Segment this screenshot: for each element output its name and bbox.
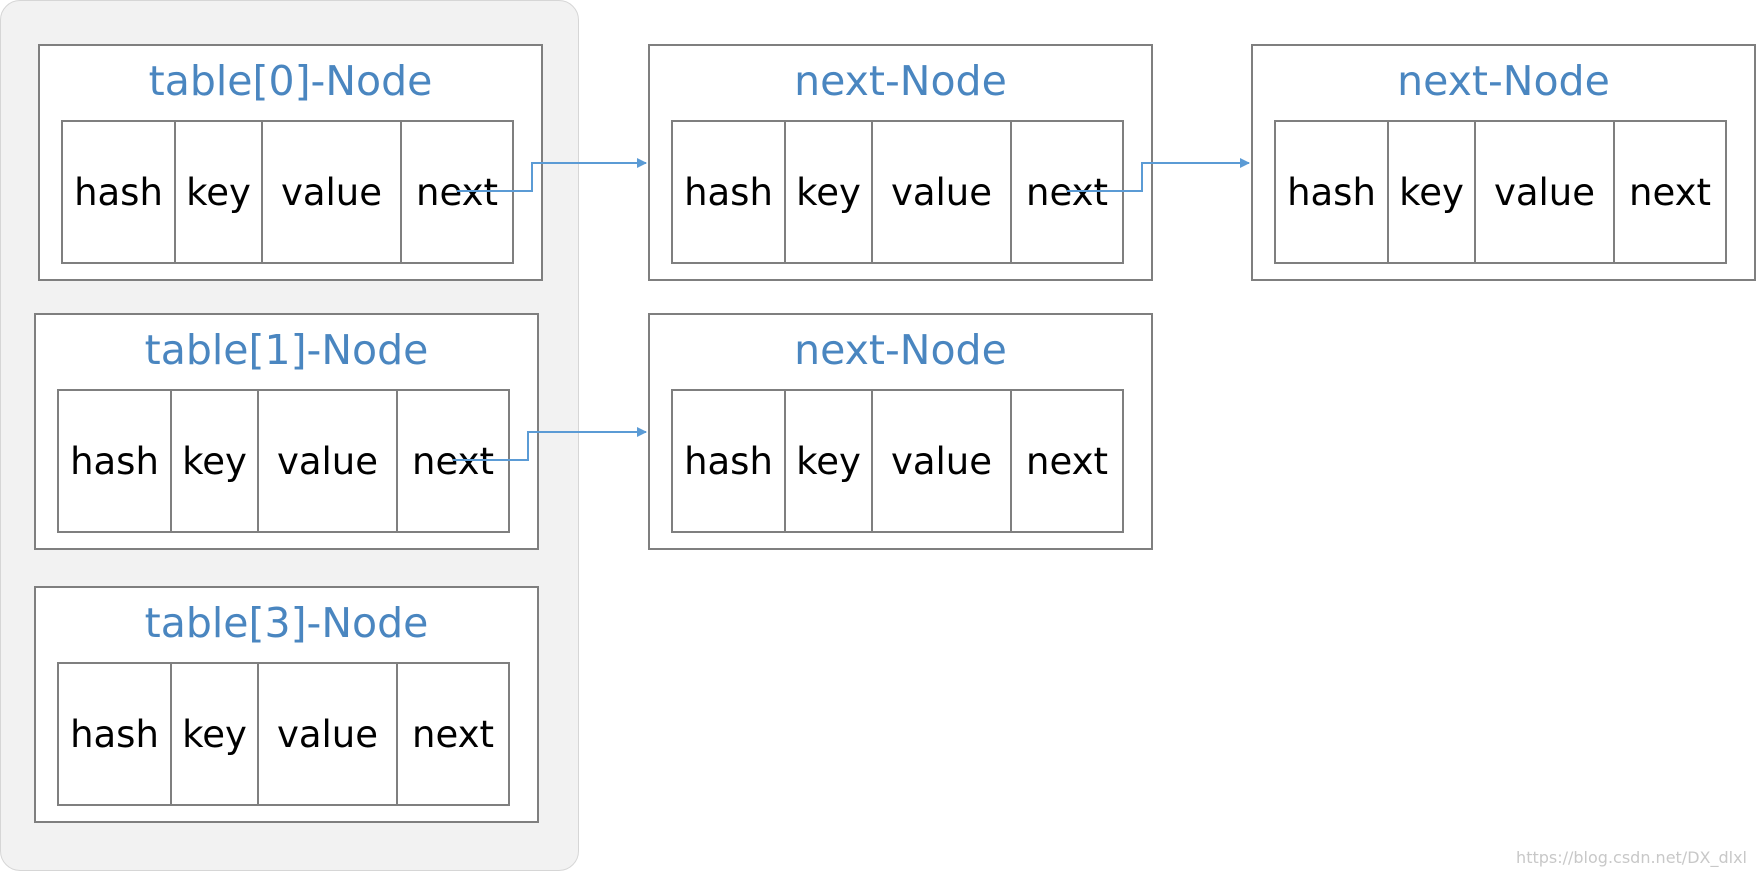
key-field: key	[786, 122, 873, 262]
hash-field: hash	[673, 391, 786, 531]
value-field: value	[873, 122, 1012, 262]
key-field: key	[172, 391, 259, 531]
node-title: table[1]-Node	[144, 326, 429, 374]
node-fields: hash key value next	[57, 662, 510, 806]
table-0-node: table[0]-Node hash key value next	[38, 44, 543, 281]
link-arrow-table1-to-next	[453, 427, 647, 461]
node-fields: hash key value next	[671, 120, 1124, 264]
node-title: next-Node	[794, 57, 1007, 105]
key-field: key	[1389, 122, 1476, 262]
value-field: value	[1476, 122, 1615, 262]
node-title: next-Node	[794, 326, 1007, 374]
node-fields: hash key value next	[57, 389, 510, 533]
hash-field: hash	[63, 122, 176, 262]
node-title: table[0]-Node	[148, 57, 433, 105]
hash-field: hash	[59, 391, 172, 531]
link-arrow-table0-to-next	[457, 158, 647, 192]
node-fields: hash key value next	[61, 120, 514, 264]
value-field: value	[259, 391, 398, 531]
next-node-chain0-second: next-Node hash key value next	[1251, 44, 1756, 281]
node-title: table[3]-Node	[144, 599, 429, 647]
hash-field: hash	[1276, 122, 1389, 262]
value-field: value	[259, 664, 398, 804]
next-field: next	[1026, 439, 1108, 483]
key-field: key	[172, 664, 259, 804]
hash-field: hash	[673, 122, 786, 262]
value-field: value	[263, 122, 402, 262]
next-node-chain0-first: next-Node hash key value next	[648, 44, 1153, 281]
node-fields: hash key value next	[1274, 120, 1727, 264]
key-field: key	[786, 391, 873, 531]
next-field: next	[1629, 170, 1711, 214]
table-3-node: table[3]-Node hash key value next	[34, 586, 539, 823]
key-field: key	[176, 122, 263, 262]
next-node-chain1-first: next-Node hash key value next	[648, 313, 1153, 550]
watermark: https://blog.csdn.net/DX_dlxl	[1516, 848, 1747, 867]
link-arrow-next-to-next	[1067, 158, 1250, 192]
node-title: next-Node	[1397, 57, 1610, 105]
hash-field: hash	[59, 664, 172, 804]
node-fields: hash key value next	[671, 389, 1124, 533]
value-field: value	[873, 391, 1012, 531]
next-field: next	[412, 712, 494, 756]
table-1-node: table[1]-Node hash key value next	[34, 313, 539, 550]
